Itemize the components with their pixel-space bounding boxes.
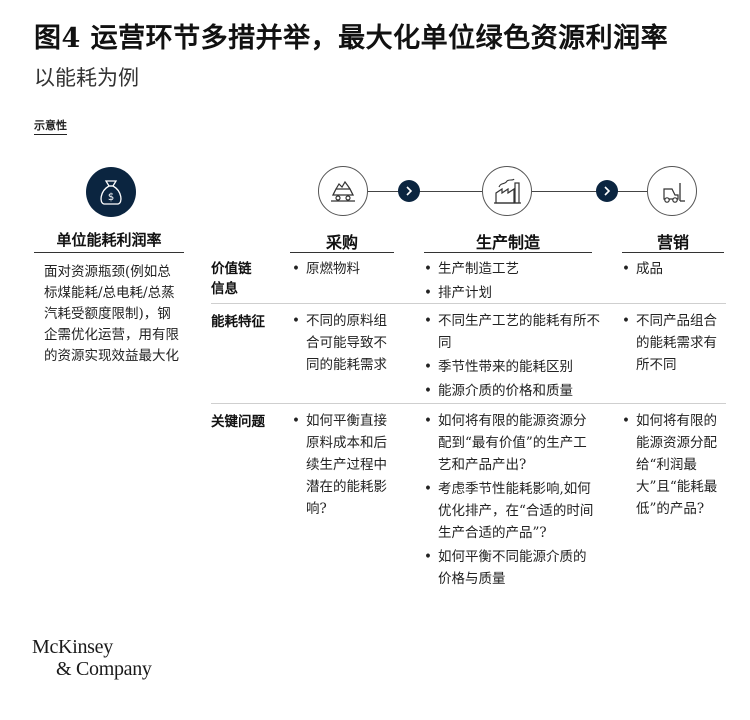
flow-connector — [368, 191, 482, 193]
left-panel-divider — [34, 252, 184, 253]
page-title: 图4 运营环节多措并举，最大化单位绿色资源利润率 — [34, 23, 669, 54]
logo-line-1: McKinsey — [32, 636, 113, 658]
table-cell: 如何将有限的能源资源分配给“利润最大”且“能耗最低”的产品? — [622, 410, 728, 522]
row-label-key-questions: 关键问题 — [211, 414, 265, 430]
list-item: 不同产品组合的能耗需求有所不同 — [622, 310, 722, 376]
list-item: 如何平衡不同能源介质的价格与质量 — [424, 546, 596, 590]
left-panel-description: 面对资源瓶颈(例如总标煤能耗/总电耗/总蒸汽耗受额度限制)，钢企需优化运营，用有… — [44, 264, 179, 364]
svg-text:$: $ — [108, 192, 114, 203]
list-item: 成品 — [622, 258, 726, 280]
list-item: 原燃物料 — [292, 258, 396, 280]
list-item: 生产制造工艺 — [424, 258, 596, 280]
list-item: 如何将有限的能源资源分配到“最有价值”的生产工艺和产品产出? — [424, 410, 596, 476]
table-cell: 不同产品组合的能耗需求有所不同 — [622, 310, 722, 378]
page-subtitle: 以能耗为例 — [34, 66, 139, 90]
chevron-right-icon — [398, 180, 420, 202]
left-panel-title: 单位能耗利润率 — [56, 231, 162, 249]
column-underline — [622, 252, 724, 253]
column-underline — [424, 252, 592, 253]
forklift-icon — [647, 166, 697, 216]
column-header-procurement: 采购 — [325, 233, 358, 252]
list-item: 排产计划 — [424, 282, 596, 304]
table-cell: 不同生产工艺的能耗有所不同季节性带来的能耗区别能源介质的价格和质量 — [424, 310, 600, 404]
table-cell: 如何平衡直接原料成本和后续生产过程中潜在的能耗影响? — [292, 410, 396, 522]
money-bag-icon: $ — [86, 167, 136, 217]
list-item: 如何平衡直接原料成本和后续生产过程中潜在的能耗影响? — [292, 410, 396, 520]
list-item: 能源介质的价格和质量 — [424, 380, 600, 402]
column-header-manufacturing: 生产制造 — [475, 233, 540, 252]
table-cell: 不同的原料组合可能导致不同的能耗需求 — [292, 310, 396, 378]
list-item: 不同的原料组合可能导致不同的能耗需求 — [292, 310, 396, 376]
column-underline — [290, 252, 394, 253]
factory-icon — [482, 166, 532, 216]
list-item: 如何将有限的能源资源分配给“利润最大”且“能耗最低”的产品? — [622, 410, 728, 520]
logo-line-2: & Company — [56, 658, 152, 680]
mckinsey-logo: McKinsey & Company — [32, 636, 152, 680]
row-label-energy-features: 能耗特征 — [211, 314, 265, 330]
row-divider — [211, 403, 726, 404]
list-item: 考虑季节性能耗影响,如何优化排产，在“合适的时间生产合适的产品”? — [424, 478, 596, 544]
table-cell: 生产制造工艺排产计划 — [424, 258, 596, 306]
flow-connector — [532, 191, 647, 193]
table-cell: 如何将有限的能源资源分配到“最有价值”的生产工艺和产品产出?考虑季节性能耗影响,… — [424, 410, 596, 592]
table-cell: 成品 — [622, 258, 726, 282]
schematic-note: 示意性 — [34, 117, 67, 135]
row-label-value-chain: 价值链信息 — [211, 261, 252, 297]
list-item: 季节性带来的能耗区别 — [424, 356, 600, 378]
list-item: 不同生产工艺的能耗有所不同 — [424, 310, 600, 354]
table-cell: 原燃物料 — [292, 258, 396, 282]
chevron-right-icon — [596, 180, 618, 202]
mine-cart-icon — [318, 166, 368, 216]
column-header-marketing: 营销 — [656, 233, 689, 252]
